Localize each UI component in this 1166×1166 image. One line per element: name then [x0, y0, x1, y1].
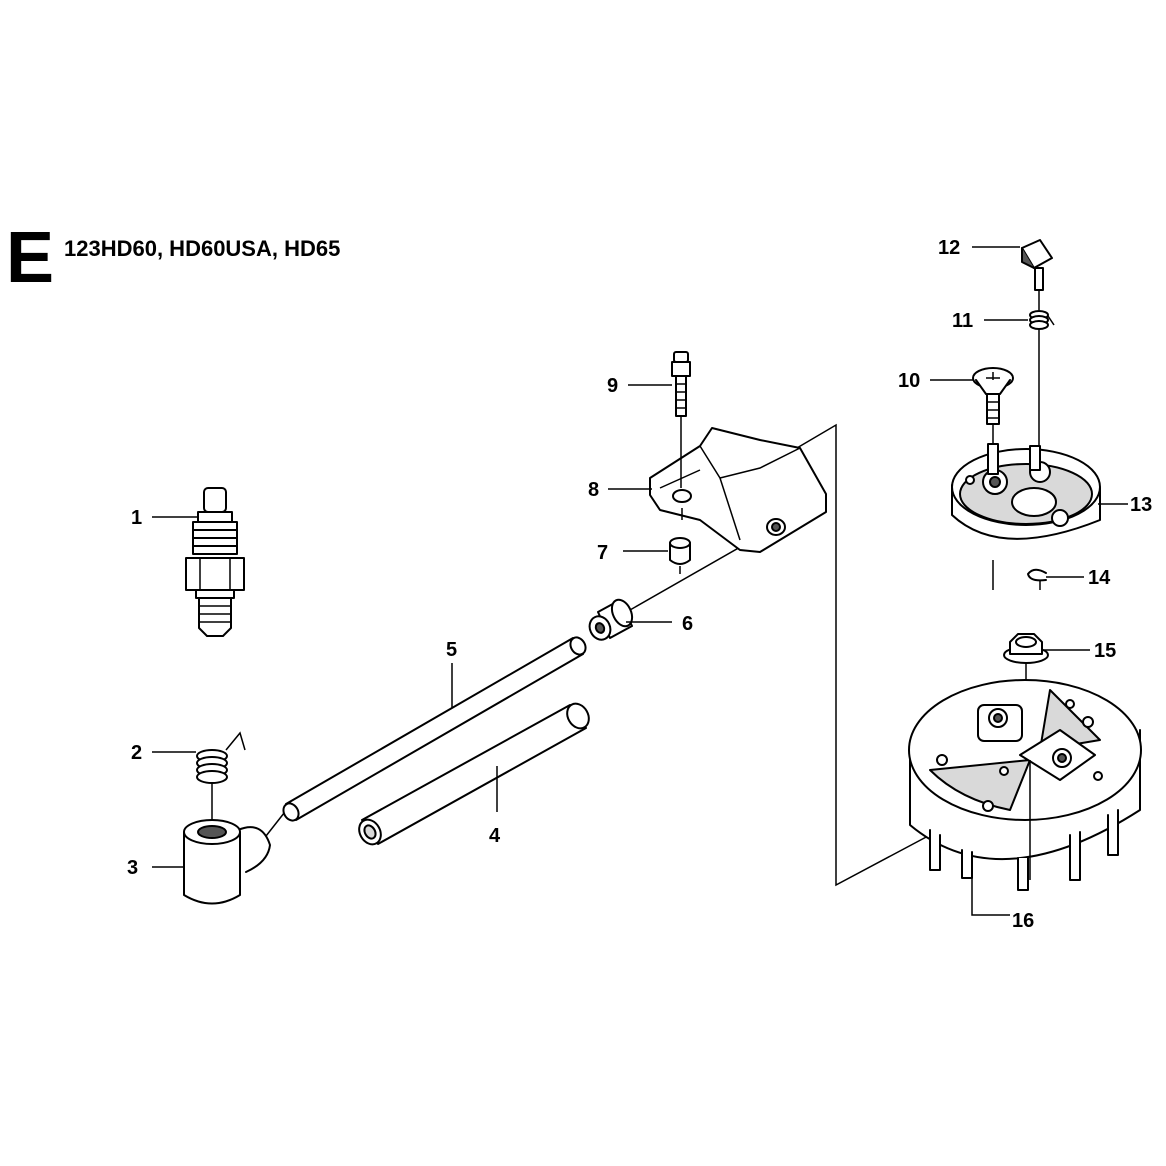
- grommet: [588, 598, 634, 641]
- spark-plug: [185, 487, 245, 637]
- starter-cup: [951, 443, 1101, 540]
- module-bolt: [671, 351, 691, 488]
- callout-6: 6: [682, 613, 693, 635]
- callout-9: 9: [607, 375, 618, 397]
- callout-13: 13: [1130, 494, 1152, 516]
- circlip: [1027, 568, 1047, 582]
- spring: [196, 731, 246, 822]
- callout-1: 1: [131, 507, 142, 529]
- flywheel: [908, 679, 1142, 891]
- callout-leaders: [152, 246, 1128, 916]
- callout-7: 7: [597, 542, 608, 564]
- callout-14: 14: [1088, 567, 1111, 589]
- callout-16: 16: [1012, 910, 1034, 932]
- callout-15: 15: [1094, 640, 1116, 662]
- section-letter: E: [6, 218, 55, 298]
- callout-8: 8: [588, 479, 599, 501]
- callout-10: 10: [898, 370, 920, 392]
- callout-3: 3: [127, 857, 138, 879]
- callout-12: 12: [938, 237, 960, 259]
- protective-sleeve: [358, 702, 590, 846]
- spacer: [669, 537, 691, 574]
- countersunk-screw: [972, 367, 1014, 480]
- callout-5: 5: [446, 639, 457, 661]
- spark-plug-boot: [183, 807, 289, 905]
- callout-4: 4: [489, 825, 501, 847]
- ignition-lead: [282, 529, 771, 822]
- ignition-module: [649, 427, 827, 553]
- callout-2: 2: [131, 742, 142, 764]
- model-title: 123HD60, HD60USA, HD65: [64, 236, 341, 261]
- callout-11: 11: [952, 310, 973, 332]
- callout-labels: 1 2 3 4 5 6 7 8 9 10 11 12 13 14 15 16: [127, 237, 1152, 932]
- pawl-knob: [1021, 239, 1053, 310]
